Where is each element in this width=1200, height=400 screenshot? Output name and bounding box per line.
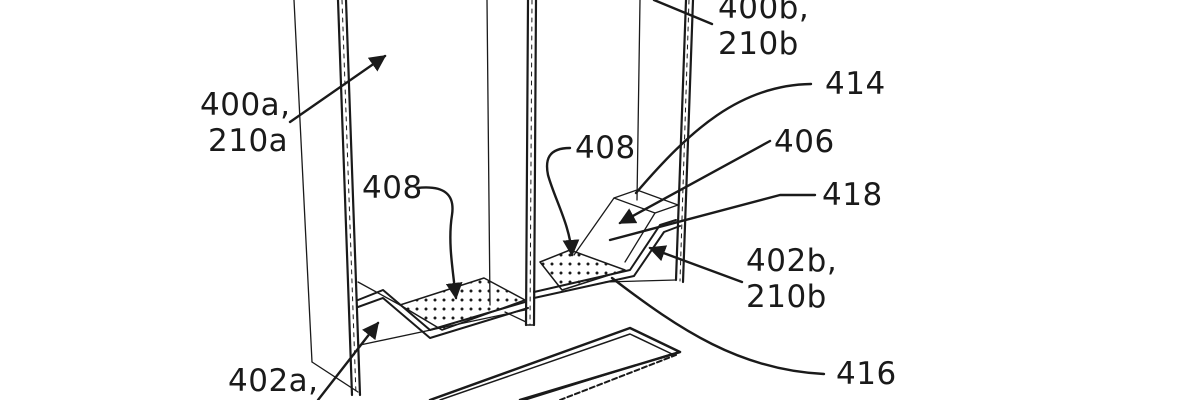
label-400b-210b: 400b, 210b — [718, 0, 809, 62]
bottom-drawer-tray — [428, 326, 682, 400]
label-402b-210b: 402b, 210b — [746, 243, 837, 315]
label-line: 406 — [774, 124, 835, 160]
right-back-edge — [636, 0, 641, 201]
label-line: 408 — [575, 130, 636, 166]
leader-lines — [288, 0, 826, 400]
label-line: 400a, — [200, 87, 291, 123]
label-line: 400b, — [718, 0, 810, 26]
label-line: 210b — [746, 279, 827, 315]
center-divider-wall — [504, 0, 538, 327]
label-line: 408 — [362, 170, 423, 206]
left-perforated-tray — [357, 277, 529, 346]
label-line: 402b, — [746, 243, 838, 279]
label-line: 414 — [825, 66, 886, 102]
middle-back-edge — [486, 0, 491, 306]
right-perforated-tray — [533, 219, 681, 299]
right-side-wall — [674, 0, 695, 284]
label-400a-210a: 400a, 210a — [200, 87, 291, 159]
label-line: 210a — [208, 123, 289, 159]
label-408-left: 408 — [362, 170, 423, 206]
label-line: 418 — [822, 177, 883, 213]
label-416: 416 — [836, 356, 897, 392]
label-406: 406 — [774, 124, 835, 160]
left-side-wall — [336, 0, 362, 397]
label-408-right: 408 — [575, 130, 636, 166]
label-414: 414 — [825, 66, 886, 102]
sloped-chute — [573, 189, 679, 263]
label-418: 418 — [822, 177, 883, 213]
label-line: 402a, — [228, 363, 319, 399]
label-line: 210b — [718, 26, 799, 62]
label-line: 416 — [836, 356, 897, 392]
label-402a-210a: 402a, — [228, 363, 319, 399]
